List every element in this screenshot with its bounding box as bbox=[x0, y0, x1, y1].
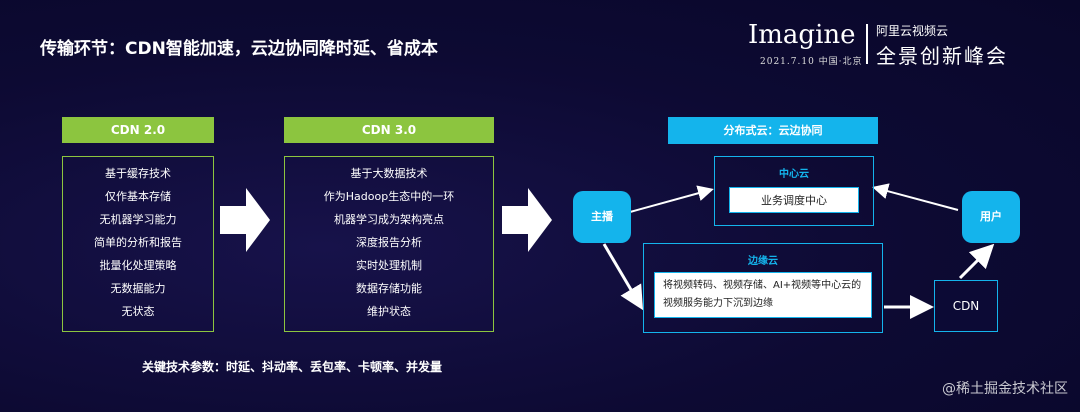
edge-cloud-label: 边缘云 bbox=[748, 256, 778, 267]
brand-subtitle: 阿里云视频云 bbox=[876, 24, 949, 38]
right-arrow-icon bbox=[220, 188, 270, 252]
list-item: 维护状态 bbox=[367, 305, 411, 318]
distributed-header: 分布式云：云边协同 bbox=[668, 117, 878, 144]
anchor-node: 主播 bbox=[573, 191, 631, 243]
list-item: 数据存储功能 bbox=[356, 282, 422, 295]
page-title: 传输环节：CDN智能加速，云边协同降时延、省成本 bbox=[40, 39, 438, 59]
center-cloud-label: 中心云 bbox=[779, 169, 809, 180]
list-item: 基于缓存技术 bbox=[105, 167, 171, 180]
list-item: 深度报告分析 bbox=[356, 236, 422, 249]
brand-main: Imagine bbox=[748, 20, 856, 50]
right-arrow-icon bbox=[502, 188, 552, 252]
list-item: 无数据能力 bbox=[110, 282, 166, 295]
center-cloud-content: 业务调度中心 bbox=[729, 187, 859, 213]
brand-date: 2021.7.10 中国·北京 bbox=[760, 57, 863, 67]
center-cloud-box: 中心云 业务调度中心 bbox=[714, 156, 874, 226]
brand-event: 全景创新峰会 bbox=[876, 44, 1008, 68]
cdn-node: CDN bbox=[934, 280, 998, 332]
list-item: 仅作基本存储 bbox=[105, 190, 171, 203]
list-item: 无机器学习能力 bbox=[99, 213, 177, 226]
edge-cloud-box: 边缘云 将视频转码、视频存储、AI+视频等中心云的视频服务能力下沉到边缘 bbox=[643, 243, 883, 333]
watermark: @稀土掘金技术社区 bbox=[942, 381, 1068, 397]
list-item: 批量化处理策略 bbox=[99, 259, 177, 272]
list-item: 机器学习成为架构亮点 bbox=[334, 213, 444, 226]
edge-cloud-content: 将视频转码、视频存储、AI+视频等中心云的视频服务能力下沉到边缘 bbox=[654, 272, 872, 318]
cdn2-header: CDN 2.0 bbox=[62, 117, 214, 143]
cdn2-box: 基于缓存技术 仅作基本存储 无机器学习能力 简单的分析和报告 批量化处理策略 无… bbox=[62, 156, 214, 332]
list-item: 无状态 bbox=[121, 305, 155, 318]
list-item: 简单的分析和报告 bbox=[94, 236, 182, 249]
brand-divider bbox=[866, 24, 868, 64]
list-item: 实时处理机制 bbox=[356, 259, 422, 272]
cdn3-box: 基于大数据技术 作为Hadoop生态中的一环 机器学习成为架构亮点 深度报告分析… bbox=[284, 156, 494, 332]
user-node: 用户 bbox=[962, 191, 1020, 243]
cdn3-header: CDN 3.0 bbox=[284, 117, 494, 143]
key-params: 关键技术参数：时延、抖动率、丢包率、卡顿率、并发量 bbox=[142, 360, 443, 374]
list-item: 作为Hadoop生态中的一环 bbox=[323, 190, 455, 203]
list-item: 基于大数据技术 bbox=[350, 167, 428, 180]
